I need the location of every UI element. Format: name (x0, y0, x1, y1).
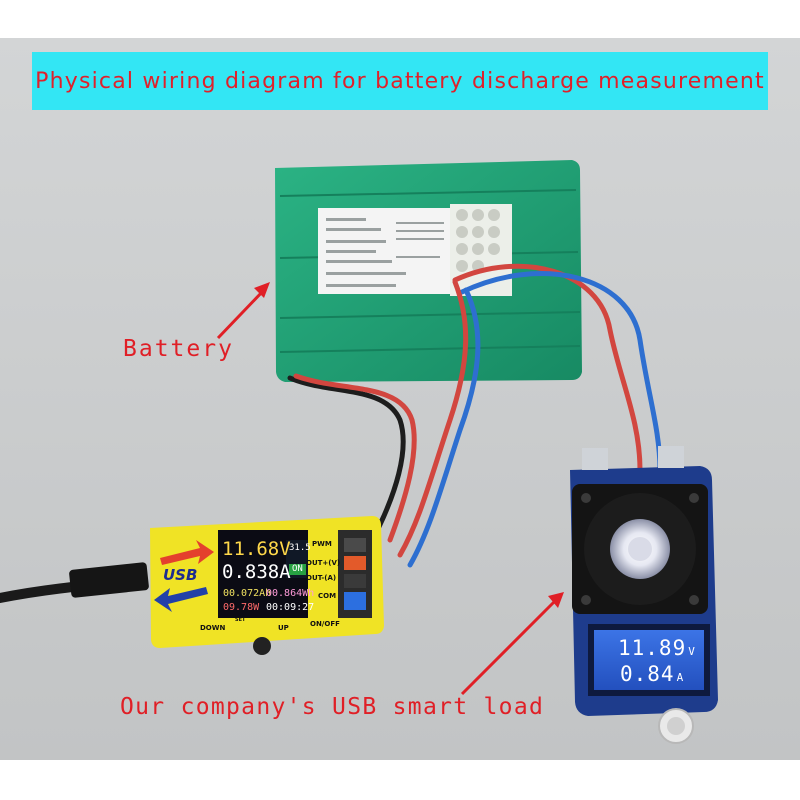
label-pwm: PWM (312, 540, 332, 548)
meter-capacity: 00.072Ah (223, 588, 272, 599)
meter-board (150, 516, 384, 655)
usb-load-arrow (460, 592, 564, 696)
load-current-value: 0.84 (620, 662, 675, 686)
load-voltage-unit: V (688, 645, 696, 658)
top-margin (0, 0, 800, 38)
label-out-a: OUT-(A) (306, 574, 337, 582)
banner-title: Physical wiring diagram for battery disc… (35, 68, 765, 94)
label-down: DOWN (200, 624, 226, 632)
battery-leads (287, 373, 417, 543)
meter-time: 00:09:27 (266, 602, 315, 613)
meter-current: 0.838A (222, 561, 291, 583)
usb-cable (0, 562, 149, 603)
label-com: COM (318, 592, 337, 600)
bottom-margin (0, 760, 800, 800)
meter-power: 09.78W (223, 602, 260, 613)
load-current-unit: A (676, 671, 685, 684)
meter-voltage: 11.68V (222, 538, 291, 560)
meter-state-badge: ON (289, 564, 306, 575)
usb-load-callout: Our company's USB smart load (120, 694, 545, 720)
meter-temperature: 31.5 (289, 543, 311, 553)
label-out-v: OUT+(V) (306, 559, 341, 567)
usb-logo: USB (163, 566, 198, 584)
load-wires (397, 263, 663, 568)
load-voltage-value: 11.89 (618, 636, 687, 660)
battery-callout: Battery (123, 336, 234, 362)
label-set: SET (235, 617, 246, 623)
label-up: UP (278, 624, 289, 632)
meter-energy: 00.864Wh (266, 588, 315, 599)
battery-arrow (216, 282, 270, 340)
label-on-off: ON/OFF (310, 620, 340, 628)
battery-pack (275, 160, 582, 382)
title-banner: Physical wiring diagram for battery disc… (32, 52, 768, 110)
usb-load-board (570, 446, 718, 744)
